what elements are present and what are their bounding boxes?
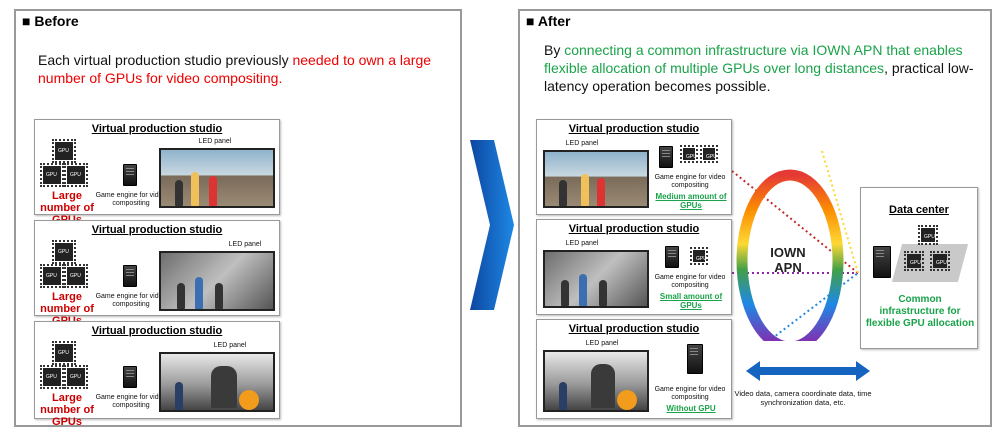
game-engine-label: Game engine for video compositing — [95, 192, 167, 207]
led-panel-label: LED panel — [213, 342, 247, 349]
gpu-amount-label: Small amount of GPUs — [659, 292, 723, 310]
before-studio-3: Virtual production studio Large number o… — [34, 321, 280, 428]
after-lead-pre: By — [544, 42, 565, 58]
studio-title: Virtual production studio — [91, 224, 223, 236]
gpu-chip-icon — [680, 145, 698, 163]
apn-label: APN — [774, 260, 802, 275]
led-panel-label: LED panel — [585, 340, 619, 347]
game-engine-label: Game engine for video compositing — [654, 174, 726, 189]
gpu-chip-icon — [904, 251, 924, 271]
before-title: ■ Before — [22, 13, 79, 29]
person-figure — [191, 172, 199, 206]
data-center-server-icon — [873, 246, 891, 278]
person-figure — [579, 274, 587, 306]
data-center-title: Data center — [889, 204, 949, 216]
game-engine-server-icon — [687, 344, 703, 374]
before-lead-highlight: needed to own a large number of GPUs for… — [38, 52, 432, 86]
after-studio-3: Virtual production studio LED panel Game… — [536, 319, 732, 419]
iown-apn-network — [732, 150, 859, 341]
after-title: ■ After — [526, 13, 571, 29]
data-center-label: Common infrastructure for flexible GPU a… — [865, 294, 975, 329]
after-panel: ■ After By connecting a common infrastru… — [518, 9, 992, 427]
led-panel-scene — [543, 350, 649, 412]
camera-operator-figure — [175, 382, 183, 410]
iown-apn-ring-icon — [736, 169, 844, 341]
led-panel-label: LED panel — [228, 241, 262, 248]
transition-arrow-icon — [470, 140, 514, 310]
gpu-chip-icon — [930, 251, 950, 271]
bidirectional-data-arrow-icon — [746, 361, 870, 381]
monster-figure — [211, 366, 237, 408]
gpu-chip-icon — [64, 163, 88, 187]
studio-title: Virtual production studio — [91, 325, 223, 337]
fire-effect — [239, 390, 259, 410]
game-engine-label: Game engine for video compositing — [654, 386, 726, 401]
led-panel-label: LED panel — [198, 138, 232, 145]
gpu-amount-label: Large number of GPUs — [40, 392, 94, 428]
game-engine-server-icon — [123, 265, 137, 287]
led-panel-label: LED panel — [565, 240, 599, 247]
led-panel-scene — [543, 250, 649, 308]
fire-effect — [617, 390, 637, 410]
gpu-chip-icon — [64, 365, 88, 389]
led-panel-label: LED panel — [565, 140, 599, 147]
gpu-chip-icon — [690, 247, 708, 265]
before-studio-1: Virtual production studio Large number o… — [34, 119, 280, 226]
gpu-chip-icon — [52, 240, 76, 264]
before-lead-plain: Each virtual production studio previousl… — [38, 52, 293, 68]
monster-figure — [591, 364, 615, 408]
after-studio-1: Virtual production studio LED panel Game… — [536, 119, 732, 215]
camera-operator-figure — [559, 382, 567, 410]
gpu-chip-icon — [64, 264, 88, 288]
before-studio-2: Virtual production studio Large number o… — [34, 220, 280, 327]
person-figure — [209, 176, 217, 206]
camera-operator-figure — [559, 180, 567, 206]
camera-operator-figure — [599, 280, 607, 306]
game-engine-server-icon — [123, 366, 137, 388]
game-engine-label: Game engine for video compositing — [95, 394, 167, 409]
studio-title: Virtual production studio — [568, 323, 700, 335]
studio-title: Virtual production studio — [568, 123, 700, 135]
iown-apn-label: IOWN APN — [760, 245, 816, 275]
gpu-chip-icon — [700, 145, 718, 163]
data-note: Video data, camera coordinate data, time… — [734, 389, 872, 407]
person-figure — [581, 174, 589, 206]
camera-operator-figure — [561, 280, 569, 306]
iown-label: IOWN — [770, 245, 806, 260]
game-engine-server-icon — [659, 146, 673, 168]
data-center-box: Data center Common infrastructure for fl… — [860, 187, 978, 349]
led-panel-scene — [543, 150, 649, 208]
person-figure — [597, 178, 605, 206]
game-engine-server-icon — [123, 164, 137, 186]
connection-line — [821, 150, 859, 274]
gpu-chip-icon — [40, 365, 64, 389]
led-panel-scene — [159, 148, 275, 208]
led-panel-scene — [159, 352, 275, 412]
before-lead: Each virtual production studio previousl… — [38, 51, 448, 87]
after-lead-highlight: connecting a common infrastructure via I… — [544, 42, 963, 76]
before-panel: ■ Before Each virtual production studio … — [14, 9, 462, 428]
game-engine-label: Game engine for video compositing — [95, 293, 167, 308]
gpu-chip-icon — [40, 163, 64, 187]
gpu-shelf — [891, 244, 969, 282]
person-figure — [195, 277, 203, 309]
gpu-chip-icon — [40, 264, 64, 288]
gpu-chip-icon — [52, 139, 76, 163]
camera-operator-figure — [215, 283, 223, 309]
studio-title: Virtual production studio — [568, 223, 700, 235]
game-engine-label: Game engine for video compositing — [654, 274, 726, 289]
game-engine-server-icon — [665, 246, 679, 268]
camera-operator-figure — [177, 283, 185, 309]
after-lead: By connecting a common infrastructure vi… — [544, 41, 982, 95]
led-panel-scene — [159, 251, 275, 311]
after-lead-post: , practical low-latency operation become… — [544, 60, 974, 94]
studio-title: Virtual production studio — [91, 123, 223, 135]
gpu-chip-icon — [918, 225, 938, 245]
gpu-amount-label: Without GPU — [666, 404, 716, 413]
gpu-amount-label: Medium amount of GPUs — [655, 192, 727, 210]
gpu-chip-icon — [52, 341, 76, 365]
after-studio-2: Virtual production studio LED panel Game… — [536, 219, 732, 315]
camera-operator-figure — [175, 180, 183, 206]
